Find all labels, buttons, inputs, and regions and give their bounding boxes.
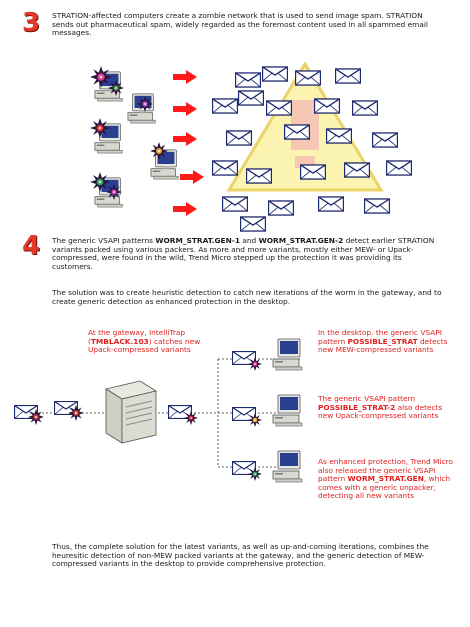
desktop-callout-1: In the desktop. the generic VSAPI patter… [318,328,448,355]
infected-computer-icon [90,172,123,208]
step-4-paragraph-1: The generic VSAPI patterns WORM_STRAT.GE… [52,236,435,271]
infected-email-icon [14,405,44,425]
step-3-number: 3 [22,8,41,38]
desktop-computer-icon [272,338,303,371]
spam-envelope-icon [268,200,294,216]
red-arrow-icon [173,202,197,216]
infected-computer-icon [90,118,123,154]
spam-envelope-icon [318,196,344,212]
spam-envelope-icon [344,162,370,178]
spam-envelope-icon [386,160,412,176]
spam-envelope-icon [235,72,261,88]
zombie-network-diagram [0,60,470,232]
red-arrow-icon [173,70,197,84]
desktop-callout-2: The generic VSAPI pattern POSSIBLE_STRAT… [318,394,443,421]
step-3-text: STRATION-affected computers create a zom… [52,11,428,38]
desktop-computer-icon [272,394,303,427]
red-arrow-icon [173,132,197,146]
step-4-paragraph-2: The solution was to create heuristic det… [52,288,442,306]
spam-envelope-icon [295,70,321,86]
spam-envelope-icon [212,98,238,114]
spam-envelope-icon [284,124,310,140]
spam-envelope-icon [314,98,340,114]
spam-envelope-icon [326,128,352,144]
desktop-computer-icon [272,450,303,483]
desktop-callout-3: As enhanced protection, Trend Micro also… [318,457,453,501]
spam-envelope-icon [372,132,398,148]
pattern-name: WORM_STRAT.GEN-1 [155,236,240,245]
spam-envelope-icon [238,90,264,106]
spam-envelope-icon [335,68,361,84]
conclusion-text: Thus, the complete solution for the late… [52,542,429,569]
spam-envelope-icon [240,216,266,232]
red-arrow-icon [180,170,204,184]
infected-email-icon [54,401,84,421]
spam-envelope-icon [226,130,252,146]
spam-envelope-icon [364,198,390,214]
spam-envelope-icon [246,168,272,184]
spam-envelope-icon [266,100,292,116]
infected-email-icon [232,461,262,481]
step-4-number: 4 [22,231,41,261]
infected-email-icon [232,407,262,427]
protection-diagram: At the gateway, IntelliTrap (TMBLACK.103… [0,325,470,530]
pattern-name: WORM_STRAT.GEN-2 [258,236,344,245]
spam-envelope-icon [222,196,248,212]
infected-email-icon [232,351,262,371]
spam-envelope-icon [300,164,326,180]
gateway-server-icon [104,380,158,444]
red-arrow-icon [173,102,197,116]
spam-envelope-icon [262,66,288,82]
spam-envelope-icon [212,160,238,176]
infected-email-icon [168,405,198,425]
spam-envelope-icon [352,100,378,116]
gateway-callout: At the gateway, IntelliTrap (TMBLACK.103… [88,328,201,355]
